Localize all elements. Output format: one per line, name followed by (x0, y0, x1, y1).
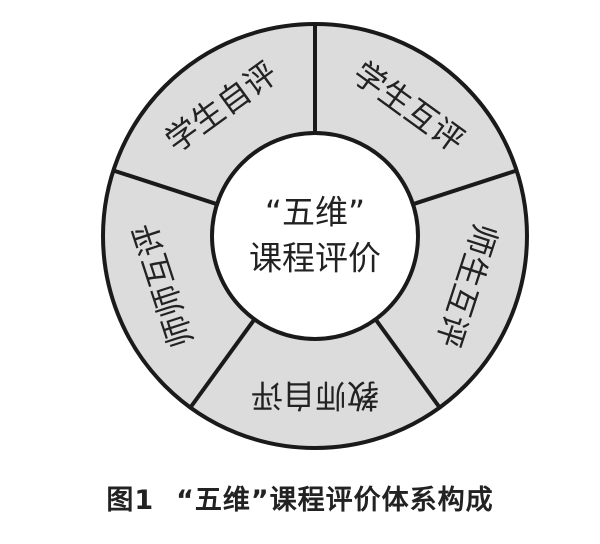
center-title-line2: 课程评价 (249, 239, 381, 278)
segment-divider (412, 168, 518, 207)
center-disc (210, 131, 420, 341)
center-title-line1: “五维” (265, 193, 365, 232)
segment-divider (188, 318, 257, 409)
figure-caption-text: “五维”课程评价体系构成 (176, 485, 494, 516)
figure-number: 图1 (106, 485, 155, 516)
segment-label: 教师自评 (251, 377, 379, 415)
center-circle: “五维” 课程评价 (210, 131, 420, 341)
figure-caption: 图1 “五维”课程评价体系构成 (0, 478, 600, 517)
segment-divider (112, 168, 218, 207)
segment-divider (373, 318, 442, 409)
five-dimension-evaluation-diagram: 学生自评学生互评师生互评教师自评师师互评 “五维” 课程评价 (101, 22, 529, 450)
